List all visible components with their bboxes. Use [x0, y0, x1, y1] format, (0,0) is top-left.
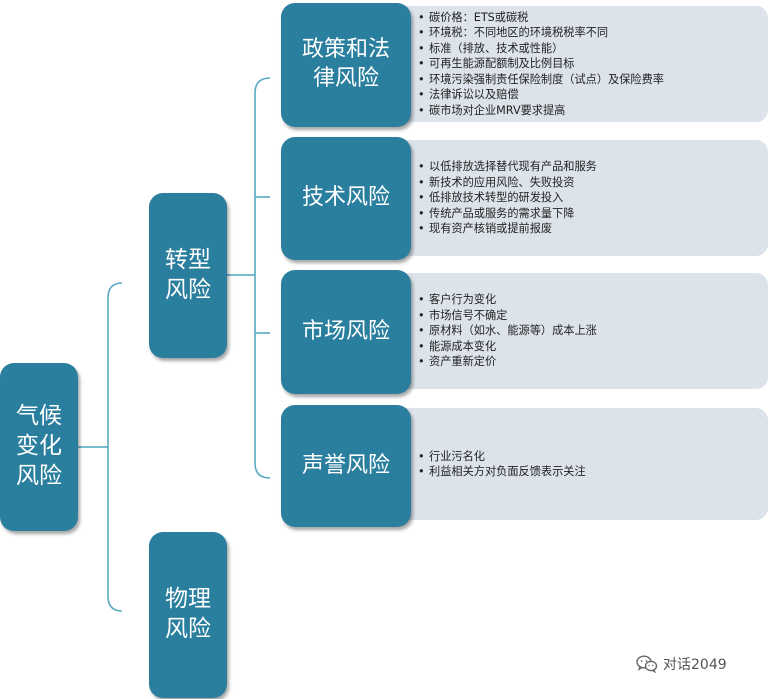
list-item: 原材料（如水、能源等）成本上涨 [418, 323, 760, 339]
list-item: 新技术的应用风险、失败投资 [418, 175, 760, 191]
list-item: 行业污名化 [418, 449, 760, 465]
category-node-reputation-risk: 声誉风险 [281, 405, 411, 527]
category-node-market-risk: 市场风险 [281, 270, 411, 394]
list-item: 环境税：不同地区的环境税税率不同 [418, 25, 760, 41]
list-item: 能源成本变化 [418, 339, 760, 355]
list-item: 以低排放选择替代现有产品和服务 [418, 159, 760, 175]
list-item: 低排放技术转型的研发投入 [418, 190, 760, 206]
list-item: 碳价格：ETS或碳税 [418, 10, 760, 26]
category-node-technology-risk: 技术风险 [281, 137, 411, 260]
category-label: 市场风险 [301, 318, 390, 344]
list-item: 可再生能源配额制及比例目标 [418, 56, 760, 72]
category-label: 声誉风险 [301, 452, 390, 478]
category-label: 技术风险 [301, 185, 390, 211]
list-item: 环境污染强制责任保险制度（试点）及保险费率 [418, 72, 760, 88]
category-node-policy-legal-risk: 政策和法 律风险 [281, 3, 411, 127]
category-label: 政策和法 律风险 [301, 37, 390, 91]
list-item: 利益相关方对负面反馈表示关注 [418, 464, 760, 480]
list-item: 法律诉讼以及赔偿 [418, 87, 760, 103]
root-node-climate-risk: 气候 变化 风险 [0, 363, 78, 531]
list-item: 标准（排放、技术或性能） [418, 41, 760, 57]
detail-panel-technology: 以低排放选择替代现有产品和服务 新技术的应用风险、失败投资 低排放技术转型的研发… [404, 140, 768, 256]
branch-label: 物理 风险 [165, 586, 211, 642]
detail-panel-policy-legal: 碳价格：ETS或碳税 环境税：不同地区的环境税税率不同 标准（排放、技术或性能）… [404, 6, 768, 122]
branch-node-physical-risk: 物理 风险 [149, 532, 227, 698]
branch-label: 转型 风险 [165, 246, 211, 303]
list-item: 现有资产核销或提前报废 [418, 221, 760, 237]
list-item: 资产重新定价 [418, 354, 760, 370]
watermark: 对话2049 [636, 654, 727, 674]
detail-panel-reputation: 行业污名化 利益相关方对负面反馈表示关注 [404, 408, 768, 520]
list-item: 传统产品或服务的需求量下降 [418, 206, 760, 222]
root-label: 气候 变化 风险 [16, 403, 62, 489]
detail-panel-market: 客户行为变化 市场信号不确定 原材料（如水、能源等）成本上涨 能源成本变化 资产… [404, 273, 768, 389]
list-item: 客户行为变化 [418, 292, 760, 308]
list-item: 市场信号不确定 [418, 308, 760, 324]
branch-node-transition-risk: 转型 风险 [149, 193, 227, 358]
list-item: 碳市场对企业MRV要求提高 [418, 103, 760, 119]
watermark-text: 对话2049 [663, 657, 727, 673]
wechat-icon [636, 655, 658, 673]
